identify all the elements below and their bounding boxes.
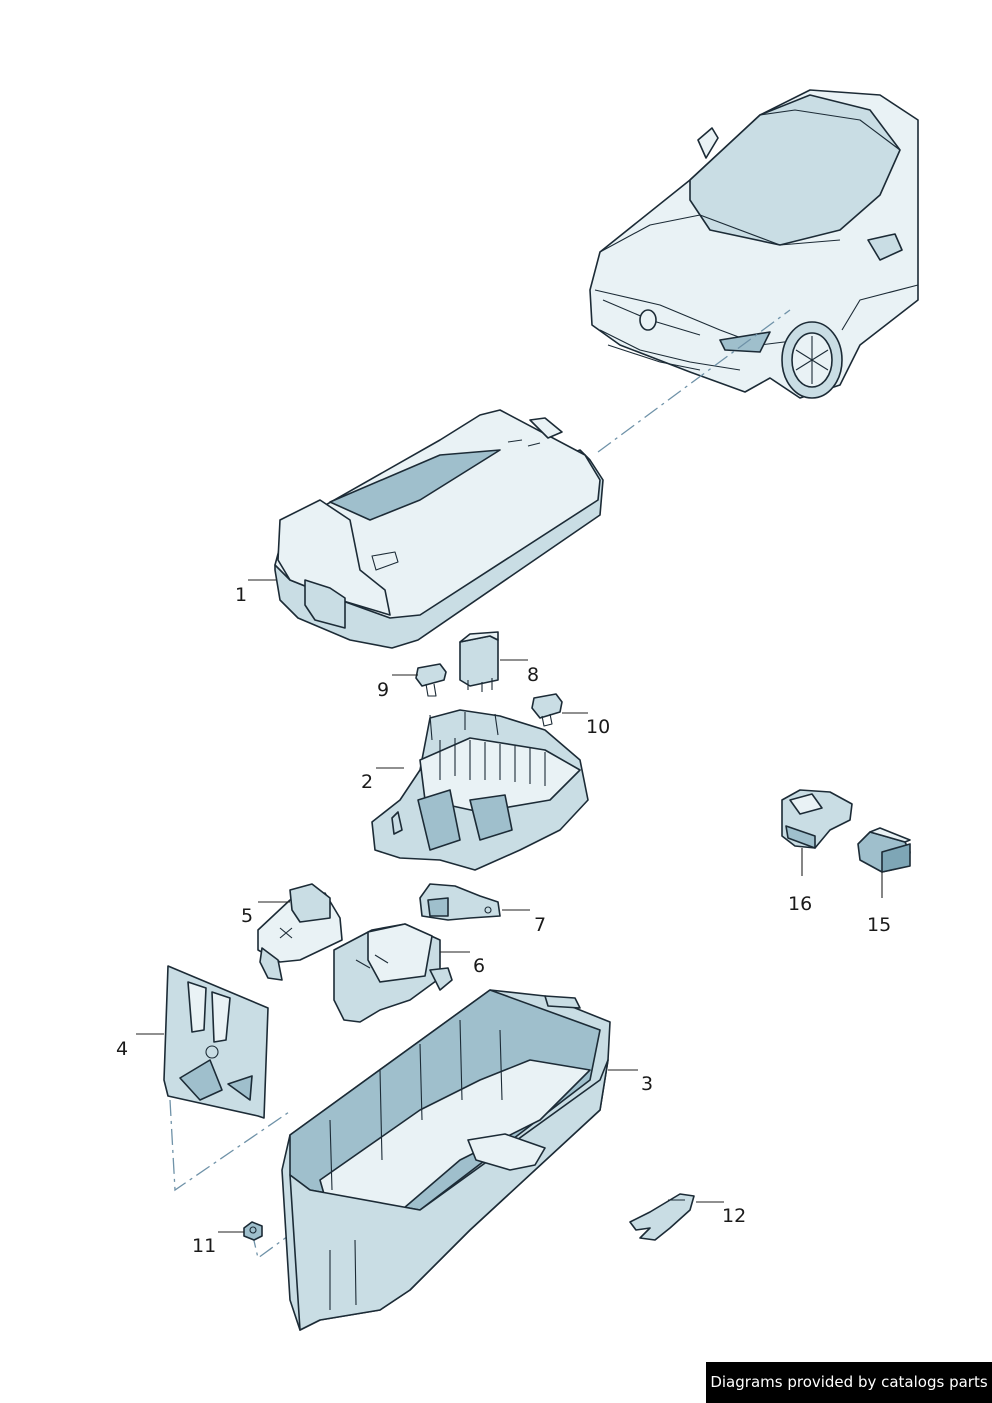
callout-16: 16 [788,893,812,915]
part-16-holder [781,789,853,849]
part-3-housing [281,989,611,1331]
callout-1: 1 [235,584,247,606]
part-2-fuse-holder [371,709,589,871]
attribution-banner: Diagrams provided by catalogs parts [706,1362,992,1403]
part-4-plate [163,965,269,1119]
part-9-fuse [415,663,447,697]
part-8-relay [459,631,499,692]
callout-6: 6 [473,955,485,977]
callout-3: 3 [641,1073,653,1095]
part-15-relay [857,827,911,873]
part-5-holder [257,883,343,981]
callout-12: 12 [722,1205,746,1227]
callout-4: 4 [116,1038,128,1060]
part-11-nut [243,1221,263,1241]
callout-10: 10 [586,716,610,738]
callout-2: 2 [361,771,373,793]
callout-11: 11 [192,1235,216,1257]
part-1-fuse-box-cover [274,409,604,649]
callout-9: 9 [377,679,389,701]
assembly-guide-line [597,309,791,453]
leader-lines [136,579,883,1233]
part-10-fuse [531,693,563,727]
plate-guide-line [169,1099,293,1192]
callout-5: 5 [241,905,253,927]
part-6-holder [333,923,453,1023]
callout-8: 8 [527,664,539,686]
part-12-clip [629,1193,695,1241]
vehicle-illustration [589,89,919,399]
part-7-bracket [419,883,501,921]
callout-7: 7 [534,914,546,936]
callout-15: 15 [867,914,891,936]
